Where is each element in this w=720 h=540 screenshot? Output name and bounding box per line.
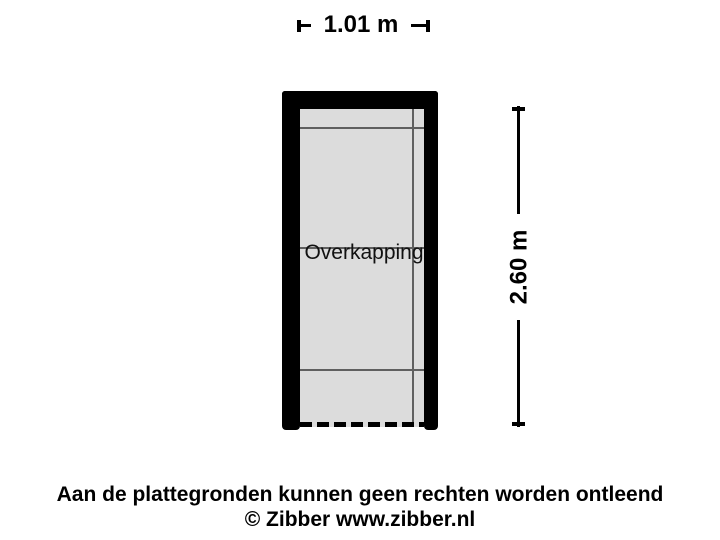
height-dimension-label: 2.60 m <box>501 214 537 320</box>
wall-right <box>424 91 438 430</box>
width-dimension-label: 1.01 m <box>311 8 411 41</box>
copyright-text: © Zibber www.zibber.nl <box>244 508 476 531</box>
open-side-dashed-line <box>300 422 424 427</box>
width-dimension-tick-left <box>297 20 301 32</box>
width-dimension-tick-right <box>426 20 430 32</box>
disclaimer-text: Aan de plattegronden kunnen geen rechten… <box>56 483 664 506</box>
wall-top <box>282 91 438 109</box>
guide-line-lower <box>300 369 424 371</box>
height-dimension-text: 2.60 m <box>505 229 532 305</box>
room-label: Overkapping <box>304 241 424 264</box>
guide-line-middle <box>300 247 424 249</box>
wall-left <box>282 91 300 430</box>
width-dimension-text: 1.01 m <box>323 10 399 38</box>
room-floor <box>300 109 424 427</box>
guide-line-upper <box>300 127 424 129</box>
height-dimension-tick-top <box>512 107 525 111</box>
height-dimension-tick-bottom <box>512 422 525 426</box>
guide-line-vertical <box>412 109 414 427</box>
